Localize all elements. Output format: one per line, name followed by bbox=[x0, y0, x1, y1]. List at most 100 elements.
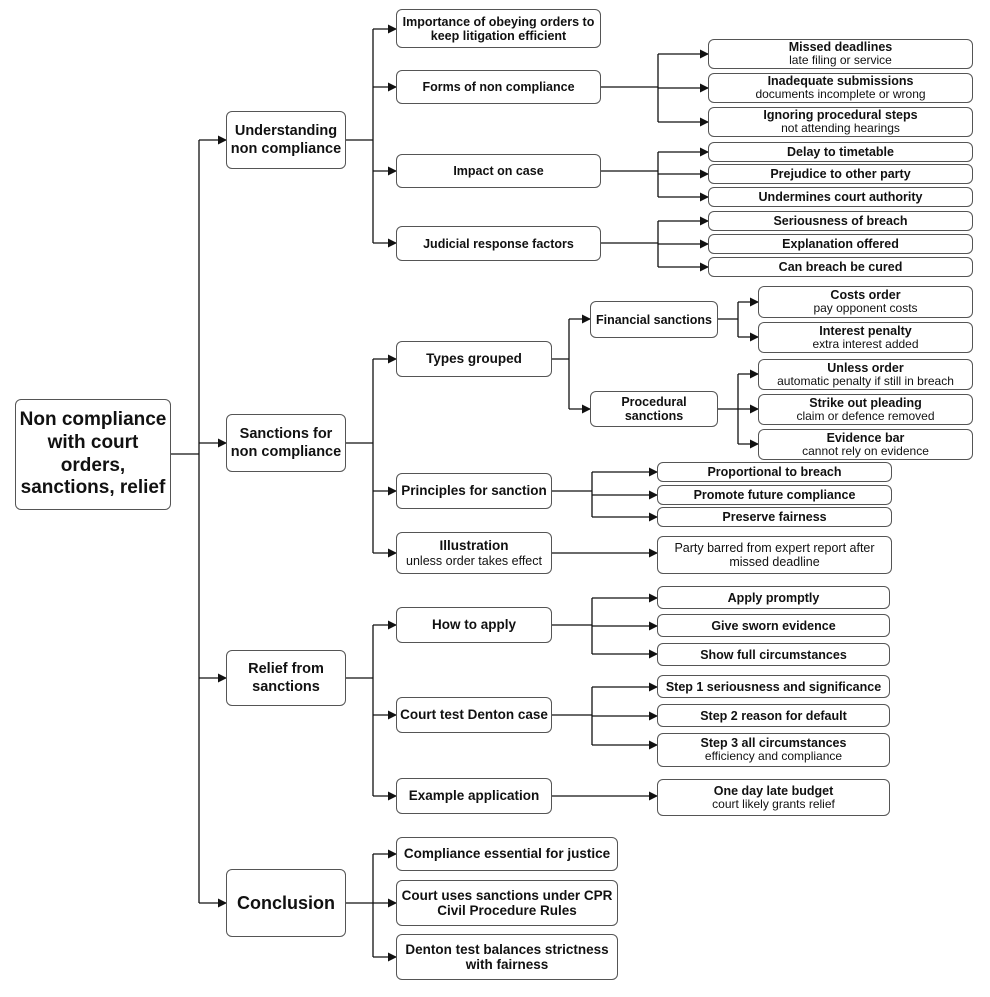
leaf-seriousness[interactable]: Seriousness of breach bbox=[708, 211, 973, 231]
node-principles[interactable]: Principles for sanction bbox=[396, 473, 552, 509]
node-cpr-sanctions-label: Court uses sanctions under CPR Civil Pro… bbox=[401, 887, 613, 918]
leaf-ignoring-detail: not attending hearings bbox=[781, 121, 900, 136]
leaf-missed-deadlines[interactable]: Missed deadlines late filing or service bbox=[708, 39, 973, 69]
node-forms-label: Forms of non compliance bbox=[422, 80, 575, 94]
leaf-step-1[interactable]: Step 1 seriousness and significance bbox=[657, 675, 890, 698]
node-how-to-apply[interactable]: How to apply bbox=[396, 607, 552, 643]
branch-relief-label: Relief from sanctions bbox=[248, 660, 324, 695]
leaf-missed-detail: late filing or service bbox=[789, 53, 892, 68]
leaf-evidence-title: Evidence bar bbox=[826, 430, 905, 445]
leaf-step-3-title: Step 3 all circumstances bbox=[700, 736, 847, 751]
leaf-step-3[interactable]: Step 3 all circumstances efficiency and … bbox=[657, 733, 890, 767]
node-judicial-label: Judicial response factors bbox=[423, 236, 574, 251]
node-example-application-label: Example application bbox=[408, 788, 540, 804]
leaf-sworn-evidence-label: Give sworn evidence bbox=[711, 618, 836, 633]
leaf-delay[interactable]: Delay to timetable bbox=[708, 142, 973, 162]
node-procedural-label: Procedural sanctions bbox=[621, 395, 687, 423]
root-label: Non compliance with court orders, sancti… bbox=[19, 408, 167, 499]
leaf-evidence-detail: cannot rely on evidence bbox=[802, 443, 929, 458]
leaf-undermines[interactable]: Undermines court authority bbox=[708, 187, 973, 207]
leaf-explanation-label: Explanation offered bbox=[782, 237, 899, 251]
node-compliance-essential[interactable]: Compliance essential for justice bbox=[396, 837, 618, 871]
node-impact-label: Impact on case bbox=[453, 164, 544, 178]
node-denton-balance[interactable]: Denton test balances strictness with fai… bbox=[396, 934, 618, 980]
leaf-promote[interactable]: Promote future compliance bbox=[657, 485, 892, 505]
leaf-interest-title: Interest penalty bbox=[819, 323, 912, 338]
node-types-grouped[interactable]: Types grouped bbox=[396, 341, 552, 377]
leaf-expert-barred-label: Party barred from expert report after mi… bbox=[674, 541, 875, 569]
leaf-evidence-bar[interactable]: Evidence bar cannot rely on evidence bbox=[758, 429, 973, 460]
leaf-costs-detail: pay opponent costs bbox=[813, 301, 918, 316]
leaf-apply-promptly[interactable]: Apply promptly bbox=[657, 586, 890, 609]
leaf-inadequate-detail: documents incomplete or wrong bbox=[755, 87, 926, 102]
leaf-unless-order[interactable]: Unless order automatic penalty if still … bbox=[758, 359, 973, 390]
leaf-interest-penalty[interactable]: Interest penalty extra interest added bbox=[758, 322, 973, 353]
root-node[interactable]: Non compliance with court orders, sancti… bbox=[15, 399, 171, 510]
node-illustration-detail: unless order takes effect bbox=[406, 553, 542, 568]
node-principles-label: Principles for sanction bbox=[401, 483, 547, 499]
node-importance-label: Importance of obeying orders to keep lit… bbox=[402, 14, 595, 43]
node-example-application[interactable]: Example application bbox=[396, 778, 552, 814]
leaf-missed-title: Missed deadlines bbox=[788, 40, 893, 55]
leaf-costs-title: Costs order bbox=[830, 288, 901, 303]
leaf-unless-detail: automatic penalty if still in breach bbox=[777, 373, 954, 388]
leaf-expert-barred[interactable]: Party barred from expert report after mi… bbox=[657, 536, 892, 574]
leaf-step-1-label: Step 1 seriousness and significance bbox=[665, 679, 882, 694]
branch-understanding[interactable]: Understanding non compliance bbox=[226, 111, 346, 169]
node-financial[interactable]: Financial sanctions bbox=[590, 301, 718, 338]
node-illustration-title: Illustration bbox=[439, 538, 509, 554]
leaf-proportional[interactable]: Proportional to breach bbox=[657, 462, 892, 482]
node-forms[interactable]: Forms of non compliance bbox=[396, 70, 601, 104]
node-compliance-essential-label: Compliance essential for justice bbox=[403, 846, 611, 862]
branch-conclusion[interactable]: Conclusion bbox=[226, 869, 346, 937]
node-cpr-sanctions[interactable]: Court uses sanctions under CPR Civil Pro… bbox=[396, 880, 618, 926]
leaf-apply-promptly-label: Apply promptly bbox=[727, 590, 820, 605]
leaf-ignoring-title: Ignoring procedural steps bbox=[763, 108, 918, 123]
leaf-cured-label: Can breach be cured bbox=[778, 260, 903, 274]
branch-understanding-label: Understanding non compliance bbox=[230, 122, 342, 157]
leaf-fairness[interactable]: Preserve fairness bbox=[657, 507, 892, 527]
leaf-costs-order[interactable]: Costs order pay opponent costs bbox=[758, 286, 973, 318]
leaf-interest-detail: extra interest added bbox=[812, 336, 919, 351]
branch-conclusion-label: Conclusion bbox=[237, 892, 335, 913]
node-impact[interactable]: Impact on case bbox=[396, 154, 601, 188]
leaf-sworn-evidence[interactable]: Give sworn evidence bbox=[657, 614, 890, 637]
leaf-late-budget-detail: court likely grants relief bbox=[712, 796, 835, 811]
leaf-full-circumstances[interactable]: Show full circumstances bbox=[657, 643, 890, 666]
node-importance[interactable]: Importance of obeying orders to keep lit… bbox=[396, 9, 601, 48]
branch-sanctions-label: Sanctions for non compliance bbox=[230, 425, 342, 460]
node-types-label: Types grouped bbox=[426, 351, 522, 367]
leaf-promote-label: Promote future compliance bbox=[693, 488, 856, 502]
node-judicial[interactable]: Judicial response factors bbox=[396, 226, 601, 261]
leaf-unless-title: Unless order bbox=[827, 360, 904, 375]
leaf-undermines-label: Undermines court authority bbox=[758, 190, 923, 204]
leaf-late-budget[interactable]: One day late budget court likely grants … bbox=[657, 779, 890, 816]
branch-sanctions[interactable]: Sanctions for non compliance bbox=[226, 414, 346, 472]
leaf-inadequate-title: Inadequate submissions bbox=[767, 74, 914, 89]
branch-relief[interactable]: Relief from sanctions bbox=[226, 650, 346, 706]
leaf-explanation[interactable]: Explanation offered bbox=[708, 234, 973, 254]
node-illustration[interactable]: Illustration unless order takes effect bbox=[396, 532, 552, 574]
leaf-strike-out[interactable]: Strike out pleading claim or defence rem… bbox=[758, 394, 973, 425]
leaf-ignoring-steps[interactable]: Ignoring procedural steps not attending … bbox=[708, 107, 973, 137]
leaf-cured[interactable]: Can breach be cured bbox=[708, 257, 973, 277]
node-denton-balance-label: Denton test balances strictness with fai… bbox=[405, 941, 609, 972]
node-denton-test[interactable]: Court test Denton case bbox=[396, 697, 552, 733]
leaf-proportional-label: Proportional to breach bbox=[707, 465, 842, 479]
node-financial-label: Financial sanctions bbox=[595, 312, 712, 327]
node-how-to-apply-label: How to apply bbox=[432, 617, 516, 633]
leaf-strike-title: Strike out pleading bbox=[809, 395, 922, 410]
node-procedural[interactable]: Procedural sanctions bbox=[590, 391, 718, 427]
leaf-delay-label: Delay to timetable bbox=[787, 145, 894, 159]
leaf-full-circumstances-label: Show full circumstances bbox=[700, 647, 847, 662]
leaf-prejudice[interactable]: Prejudice to other party bbox=[708, 164, 973, 184]
leaf-step-2[interactable]: Step 2 reason for default bbox=[657, 704, 890, 727]
leaf-late-budget-title: One day late budget bbox=[713, 783, 834, 798]
leaf-step-2-label: Step 2 reason for default bbox=[700, 708, 847, 723]
leaf-inadequate-submissions[interactable]: Inadequate submissions documents incompl… bbox=[708, 73, 973, 103]
node-denton-test-label: Court test Denton case bbox=[400, 707, 548, 723]
leaf-fairness-label: Preserve fairness bbox=[722, 510, 827, 524]
leaf-step-3-detail: efficiency and compliance bbox=[704, 749, 843, 764]
